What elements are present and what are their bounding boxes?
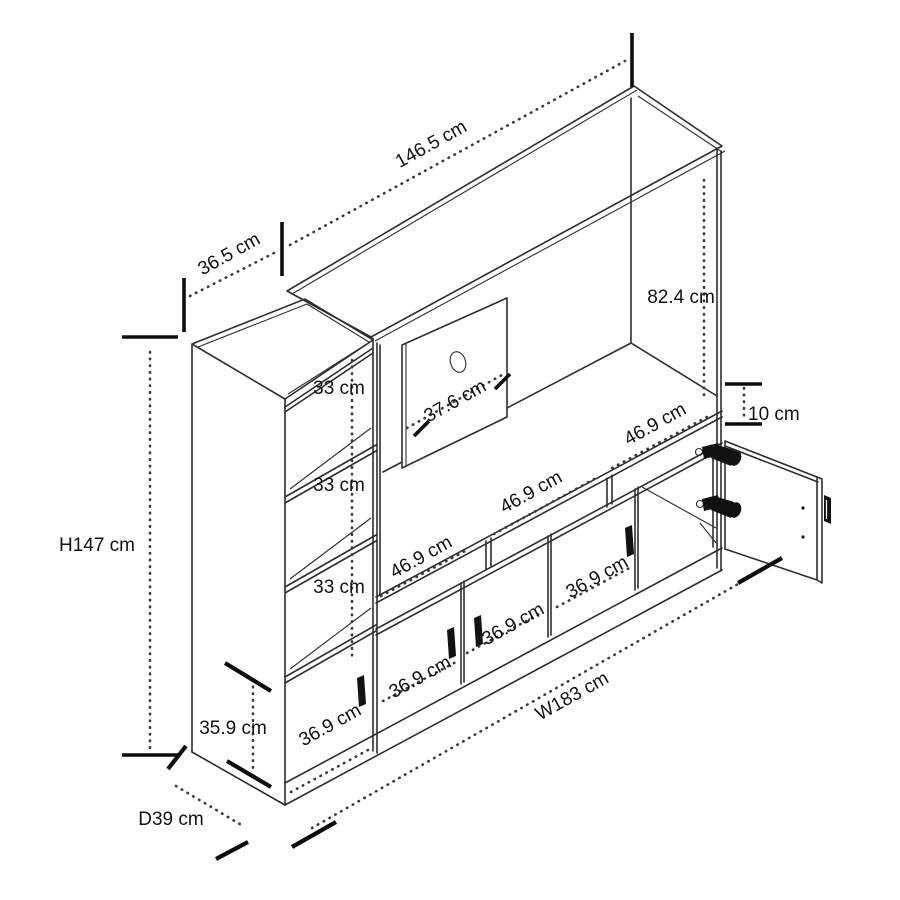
top-panel <box>286 85 726 342</box>
label-column-width: 36.5 cm <box>195 229 264 280</box>
label-door-1: 36.9 cm <box>296 700 365 751</box>
main-cabinet <box>284 97 723 806</box>
bottom-doors <box>447 486 639 685</box>
label-opening-2: 46.9 cm <box>497 467 566 518</box>
tv-back-panel <box>401 297 508 469</box>
dim-line-opening-1 <box>379 548 469 598</box>
media-slots <box>375 442 723 636</box>
dim-line-column-width <box>188 251 276 298</box>
label-door-2: 36.9 cm <box>386 652 455 703</box>
dim-line-opening-3 <box>610 415 709 470</box>
door-handle-icon <box>474 615 483 647</box>
label-door-4: 36.9 cm <box>563 552 632 603</box>
dim-line-door-4 <box>555 564 635 609</box>
hinge-icon <box>702 495 742 518</box>
door-handle-icon <box>357 675 366 707</box>
dim-line-main-width <box>288 59 627 247</box>
door-handle-icon <box>447 627 456 659</box>
left-column <box>191 298 378 806</box>
label-door-3: 36.9 cm <box>479 599 548 650</box>
label-upper-height: 82.4 cm <box>647 287 715 308</box>
label-shelf-2: 33 cm <box>313 475 365 496</box>
label-total-width: W183 cm <box>532 668 612 725</box>
open-compartment <box>641 446 717 548</box>
door-handle-icon <box>824 495 831 524</box>
label-shelf-1: 33 cm <box>313 378 365 399</box>
label-opening-1: 46.9 cm <box>387 532 456 583</box>
door-handle-icon <box>625 525 634 557</box>
label-base-height: 35.9 cm <box>199 718 267 739</box>
label-total-height: H147 cm <box>59 535 135 556</box>
dim-line-opening-2 <box>492 476 598 536</box>
dimension-lines <box>122 33 784 861</box>
dim-line-door-2 <box>381 660 458 703</box>
label-opening-3: 46.9 cm <box>621 399 690 450</box>
dim-line-door-3 <box>465 610 545 655</box>
label-back-panel-width: 37.6 cm <box>421 376 490 427</box>
label-total-depth: D39 cm <box>138 809 203 830</box>
cable-hole-icon <box>449 351 467 373</box>
dim-line-total-depth <box>174 784 245 828</box>
open-door <box>702 440 831 584</box>
hinge-hole-icon <box>694 447 704 457</box>
label-slot-height: 10 cm <box>748 404 800 425</box>
dim-line-door-1 <box>289 748 370 794</box>
hinge-icon <box>702 443 742 466</box>
dim-line-back-panel-width <box>405 373 504 430</box>
label-shelf-3: 33 cm <box>313 577 365 598</box>
dim-line-total-width <box>310 574 754 830</box>
dimension-labels: 146.5 cm 36.5 cm 82.4 cm 10 cm 33 cm 33 … <box>59 116 800 830</box>
label-main-width: 146.5 cm <box>392 116 471 172</box>
